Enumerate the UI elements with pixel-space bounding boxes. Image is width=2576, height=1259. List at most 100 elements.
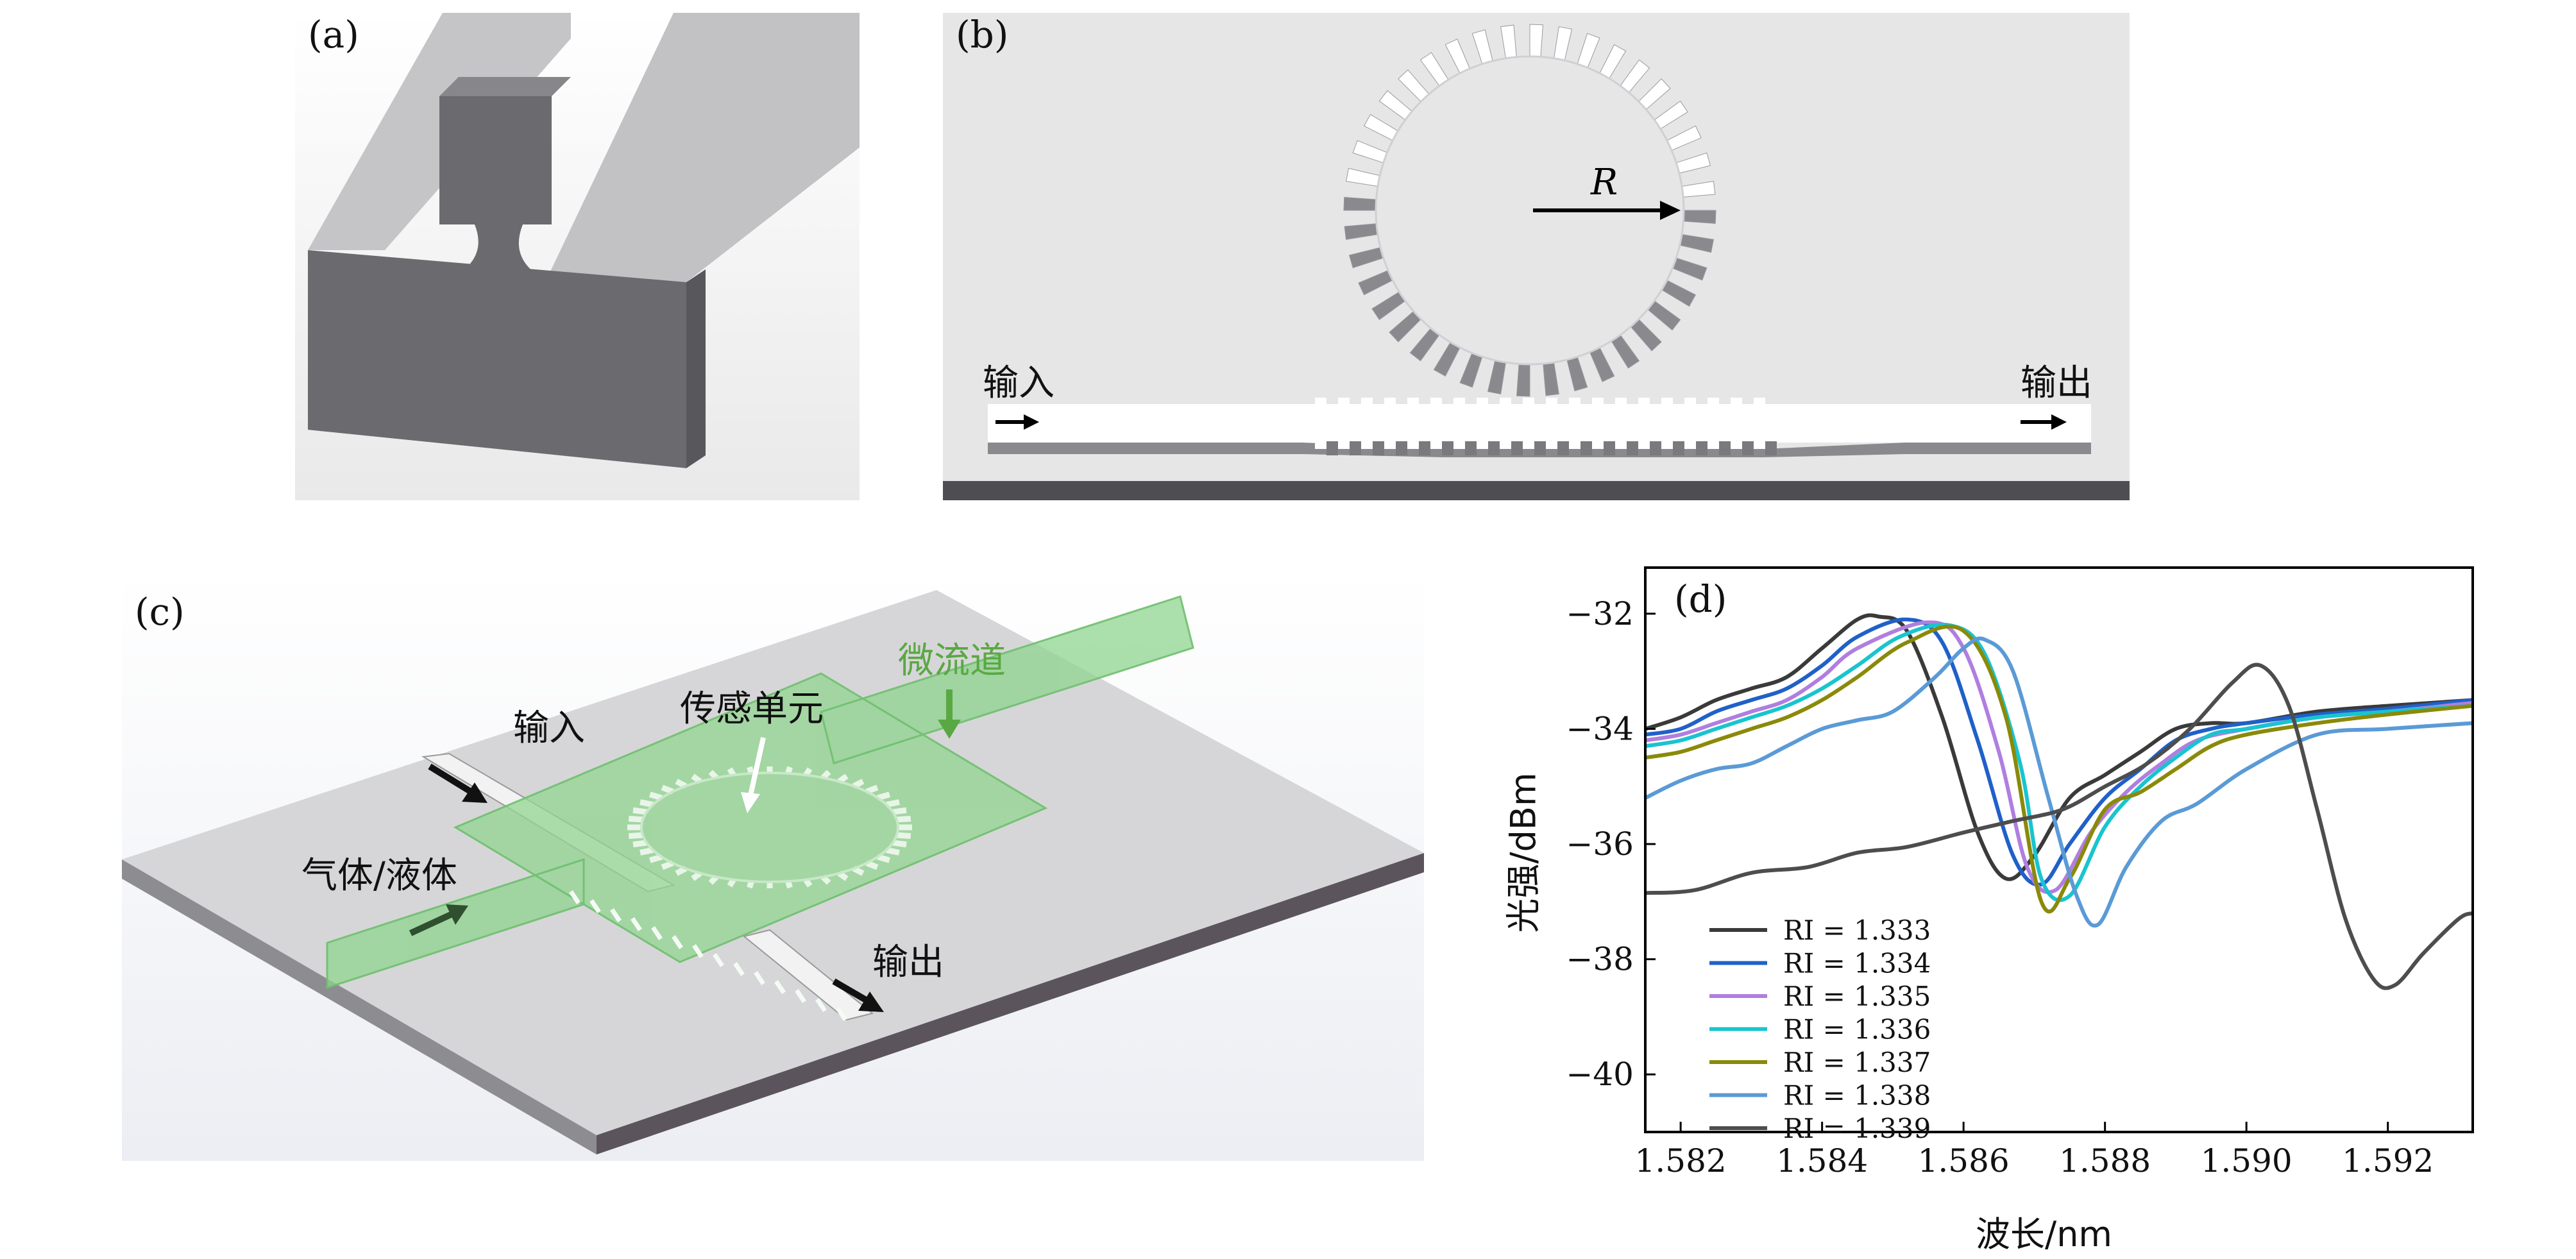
chip-ring-tooth	[876, 854, 891, 863]
chip-ring-tooth	[896, 832, 911, 840]
bus-tooth	[1430, 398, 1442, 449]
chip-ring-tooth	[892, 807, 907, 815]
chip-ring-tooth	[648, 854, 663, 863]
legend-label-0: RI = 1.333	[1783, 915, 1931, 946]
legend-label-2: RI = 1.335	[1783, 981, 1931, 1012]
bus-tooth	[1707, 398, 1719, 449]
chip-ring-tooth	[675, 866, 688, 876]
chip-ring-tooth	[886, 799, 900, 808]
bus-tooth	[1569, 398, 1580, 449]
panel-b-ring-resonator-illustration	[943, 13, 2130, 500]
panel-c-fluid-label: 气体/液体	[301, 855, 457, 897]
chip-bus-tooth	[610, 908, 622, 922]
chip-ring-tooth	[852, 779, 865, 789]
bus-tooth	[1592, 398, 1604, 449]
chip-ring-tooth	[648, 791, 663, 801]
bus-tooth	[1638, 398, 1650, 449]
bus-tooth	[1615, 398, 1627, 449]
bus-tooth	[1719, 441, 1731, 455]
plot-frame	[1644, 566, 2474, 1133]
bus-tooth	[1511, 441, 1523, 455]
panel-a: (a)	[295, 13, 860, 500]
bus-tooth	[1673, 441, 1684, 455]
panel-c-output-label: 输出	[872, 942, 944, 983]
chip-bus-tooth	[631, 917, 642, 931]
panel-b-output-label: 输出	[2021, 362, 2092, 404]
chip-ring-tooth	[896, 815, 911, 823]
legend-label-3: RI = 1.336	[1783, 1014, 1931, 1045]
chip-ring-tooth	[892, 840, 907, 848]
series-line-5	[1645, 638, 2473, 925]
chip-ring-tooth	[852, 866, 865, 876]
chip-bus-tooth	[754, 971, 765, 985]
chip-ring-grating	[569, 766, 912, 1021]
bus-tooth	[1338, 398, 1350, 449]
panel-c-sensor-chip-illustration	[122, 571, 1424, 1161]
chip-bus-tooth	[569, 890, 580, 904]
x-tick-label: 1.592	[2342, 1142, 2434, 1179]
bus-tooth	[1488, 441, 1500, 455]
chip-bus-tooth	[651, 926, 663, 940]
bus-tooth	[1696, 441, 1707, 455]
bus-tooth	[1546, 398, 1557, 449]
panel-b: (b) R 输入 输出	[943, 13, 2130, 500]
y-tick-label: −36	[1566, 825, 1634, 863]
panel-a-waveguide-illustration	[295, 13, 860, 500]
y-tick-label: −32	[1566, 595, 1634, 632]
chip-ring-tooth	[661, 860, 674, 870]
panel-b-input-label: 输入	[983, 362, 1055, 404]
series-line-1	[1645, 620, 2473, 885]
chip-ring-tooth	[632, 807, 647, 815]
x-tick-label: 1.582	[1635, 1142, 1727, 1179]
series-line-4	[1645, 627, 2473, 912]
chip-ring-tooth	[640, 799, 654, 808]
panel-c-sensor-label: 传感单元	[680, 688, 824, 730]
ring-tooth	[1529, 24, 1544, 58]
bus-tooth	[1477, 398, 1488, 449]
legend-label-5: RI = 1.338	[1783, 1080, 1931, 1111]
chip-bus-tooth	[815, 998, 827, 1012]
panel-c-channel-label: 微流道	[898, 640, 1006, 682]
y-axis-label: 光强/dBm	[1503, 772, 1544, 933]
ring-tooth	[1343, 196, 1377, 211]
series-line-6	[1645, 664, 2473, 988]
bus-tooth	[1627, 441, 1638, 455]
bus-tooth	[1557, 441, 1569, 455]
radius-label: R	[1591, 162, 1618, 203]
chip-ring-tooth	[886, 847, 900, 856]
bus-tooth	[1650, 441, 1661, 455]
bus-tooth	[1361, 398, 1373, 449]
bus-tooth	[1731, 398, 1742, 449]
x-axis-label: 波长/nm	[1976, 1214, 2113, 1255]
x-tick-label: 1.584	[1776, 1142, 1868, 1179]
y-tick-label: −38	[1566, 941, 1634, 978]
chip-ring-tooth	[865, 860, 879, 870]
panel-a-label: (a)	[308, 13, 359, 56]
bus-tooth	[1396, 441, 1407, 455]
chip-bus-tooth	[589, 899, 601, 913]
bus-tooth	[1453, 398, 1465, 449]
chip-bus-tooth	[692, 944, 704, 958]
panel-c-input-label: 输入	[513, 707, 585, 749]
bus-tooth	[1523, 398, 1534, 449]
chip-ring-tooth	[661, 784, 674, 795]
chip-bus-tooth	[836, 1007, 847, 1021]
bus-tooth	[1661, 398, 1673, 449]
chip-ring-tooth	[865, 784, 879, 795]
y-tick-label: −34	[1566, 710, 1634, 747]
bus-tooth	[1384, 398, 1396, 449]
legend-label-1: RI = 1.334	[1783, 948, 1931, 979]
bus-tooth	[1373, 441, 1384, 455]
chip-bus-tooth	[672, 935, 683, 949]
chip-bus-tooth	[733, 962, 745, 976]
ring-tooth	[1682, 210, 1716, 224]
bus-tooth	[1315, 398, 1326, 449]
chip-bus-tooth	[713, 953, 724, 967]
chip-ring-tooth	[628, 832, 643, 840]
panel-b-label: (b)	[956, 13, 1009, 56]
bus-tooth	[1326, 441, 1338, 455]
y-tick-label: −40	[1566, 1056, 1634, 1093]
bus-tooth	[1419, 441, 1430, 455]
chip-ring-tooth	[640, 847, 654, 856]
